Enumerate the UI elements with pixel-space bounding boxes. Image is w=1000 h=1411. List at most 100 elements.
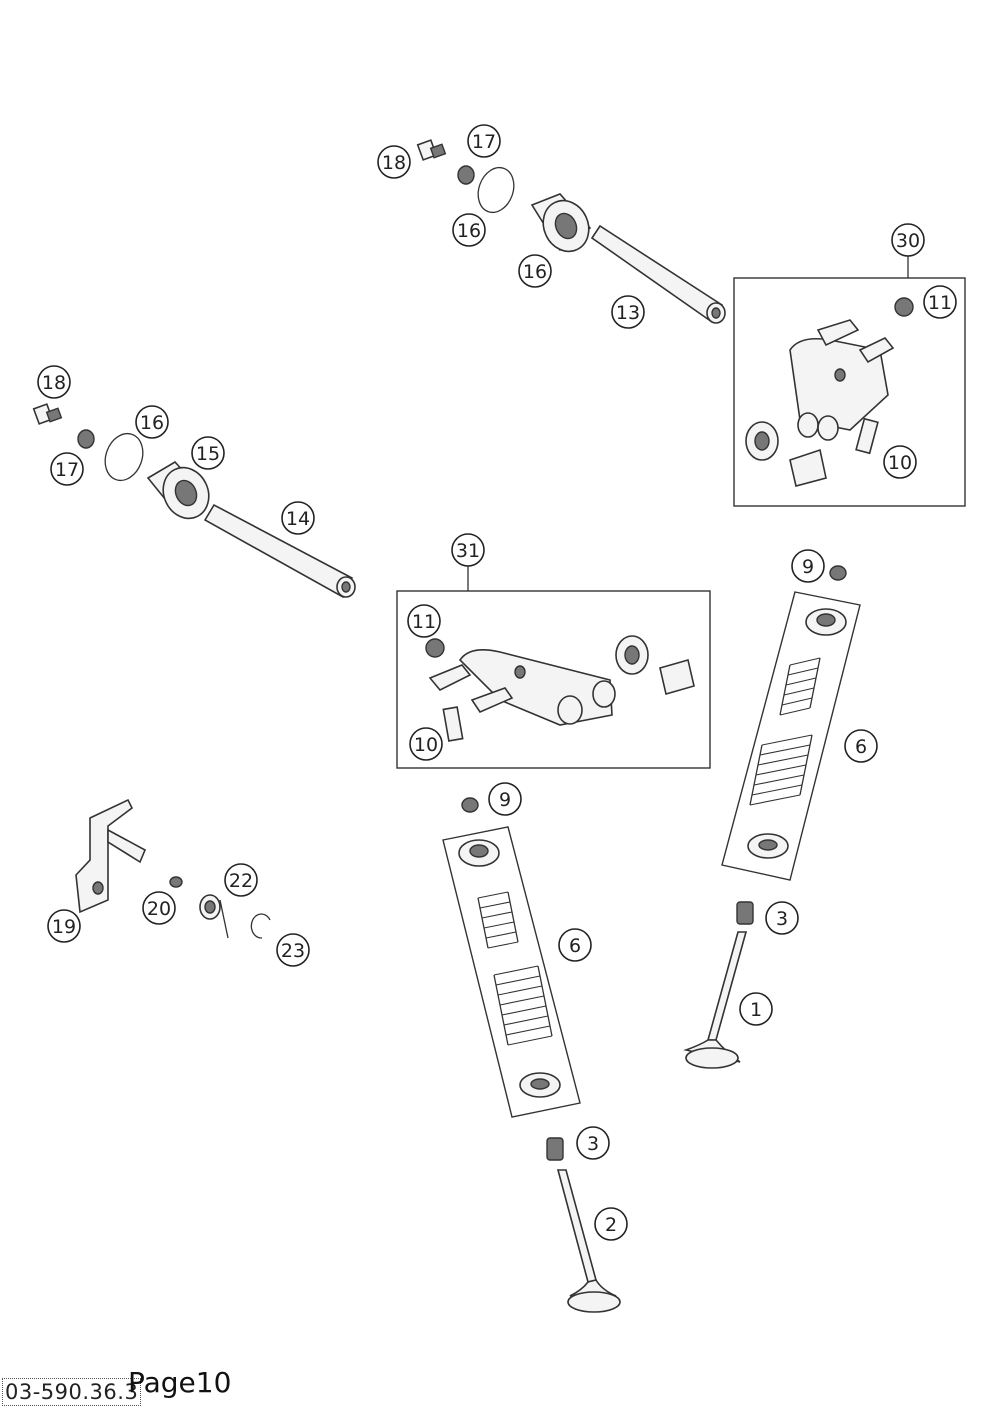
callout-30: 30: [891, 223, 925, 257]
callout-label: 15: [196, 443, 220, 465]
callout-18: 18: [37, 365, 71, 399]
callout-label: 17: [472, 131, 496, 153]
callout-10: 10: [883, 445, 917, 479]
callout-9: 9: [488, 782, 522, 816]
callout-14: 14: [281, 501, 315, 535]
o-ring-16-left: [104, 432, 144, 482]
roller-box30: [745, 421, 779, 461]
keeper-9-left: [461, 797, 479, 813]
clip-20: [169, 876, 183, 888]
retainer-left: [458, 839, 500, 867]
callout-label: 6: [855, 736, 867, 758]
circlip-23: [250, 913, 271, 939]
spring-box-6-left: [442, 826, 581, 1118]
callout-label: 30: [896, 230, 920, 252]
callout-label: 23: [281, 940, 305, 962]
callout-label: 1: [750, 999, 762, 1021]
spring-large-right: [749, 734, 813, 806]
callout-label: 16: [140, 412, 164, 434]
spring-22: [199, 894, 229, 939]
callout-label: 13: [616, 302, 640, 324]
retainer-right: [805, 608, 847, 636]
valve-seal-3-right: [736, 901, 754, 925]
spring-small-right: [779, 657, 821, 716]
valve-seal-3-left: [546, 1137, 564, 1161]
callout-label: 20: [147, 898, 171, 920]
seat-right: [747, 833, 789, 859]
callout-label: 16: [457, 220, 481, 242]
bushing-16-top: [530, 193, 592, 253]
callout-9: 9: [791, 549, 825, 583]
spring-large-left: [493, 965, 553, 1046]
shaft-13: [590, 224, 726, 324]
callout-label: 11: [928, 292, 952, 314]
rocker-arm-31: [428, 649, 616, 726]
nut-11-box31: [425, 638, 445, 658]
bushing-15: [146, 460, 210, 520]
callout-label: 9: [802, 556, 814, 578]
keeper-9-right: [829, 565, 847, 581]
valve-1: [683, 931, 748, 1069]
nut-11-box30: [894, 297, 914, 317]
screw-18-top: [416, 139, 447, 161]
callout-label: 2: [605, 1214, 617, 1236]
screw-18-left: [32, 403, 63, 425]
valve-2: [556, 1169, 621, 1313]
callout-label: 6: [569, 935, 581, 957]
callout-15: 15: [191, 436, 225, 470]
assembly-box-31: [396, 590, 711, 769]
washer-17-left: [77, 429, 95, 449]
roller-box31: [615, 635, 649, 675]
rocker-arm-30: [789, 319, 895, 441]
o-ring-16-top: [477, 166, 515, 214]
shaft-14: [203, 503, 356, 599]
callout-16: 16: [452, 213, 486, 247]
callout-10: 10: [409, 727, 443, 761]
callout-label: 14: [286, 508, 310, 530]
callout-label: 11: [412, 611, 436, 633]
callout-label: 31: [456, 540, 480, 562]
callout-1: 1: [739, 992, 773, 1026]
callout-label: 19: [52, 916, 76, 938]
callout-label: 10: [414, 734, 438, 756]
seat-left: [519, 1072, 561, 1098]
washer-17-top: [457, 165, 475, 185]
callout-17: 17: [467, 124, 501, 158]
callout-label: 16: [523, 261, 547, 283]
lever-19: [75, 798, 147, 914]
diagram-code: 03-590.36.3: [2, 1378, 142, 1406]
callout-3: 3: [765, 901, 799, 935]
callout-31: 31: [451, 533, 485, 567]
callout-16: 16: [518, 254, 552, 288]
callout-label: 9: [499, 789, 511, 811]
callout-22: 22: [224, 863, 258, 897]
callout-13: 13: [611, 295, 645, 329]
callout-label: 18: [382, 152, 406, 174]
assembly-box-30: [733, 277, 966, 507]
callout-18: 18: [377, 145, 411, 179]
callout-6: 6: [844, 729, 878, 763]
spring-small-left: [477, 891, 519, 949]
callout-label: 22: [229, 870, 253, 892]
callout-6: 6: [558, 928, 592, 962]
callout-19: 19: [47, 909, 81, 943]
callout-label: 10: [888, 452, 912, 474]
spring-box-6-right: [721, 591, 861, 881]
callout-label: 3: [776, 908, 788, 930]
adjust-screw-10-box30: [855, 417, 879, 455]
page-number: Page10: [128, 1366, 232, 1399]
callout-16: 16: [135, 405, 169, 439]
pin-box30: [789, 448, 827, 487]
pin-box31: [659, 658, 695, 696]
callout-17: 17: [50, 452, 84, 486]
adjust-screw-10-box31: [442, 706, 464, 742]
callout-11: 11: [923, 285, 957, 319]
callout-label: 17: [55, 459, 79, 481]
callout-23: 23: [276, 933, 310, 967]
callout-20: 20: [142, 891, 176, 925]
callout-3: 3: [576, 1126, 610, 1160]
callout-label: 18: [42, 372, 66, 394]
callout-2: 2: [594, 1207, 628, 1241]
callout-11: 11: [407, 604, 441, 638]
